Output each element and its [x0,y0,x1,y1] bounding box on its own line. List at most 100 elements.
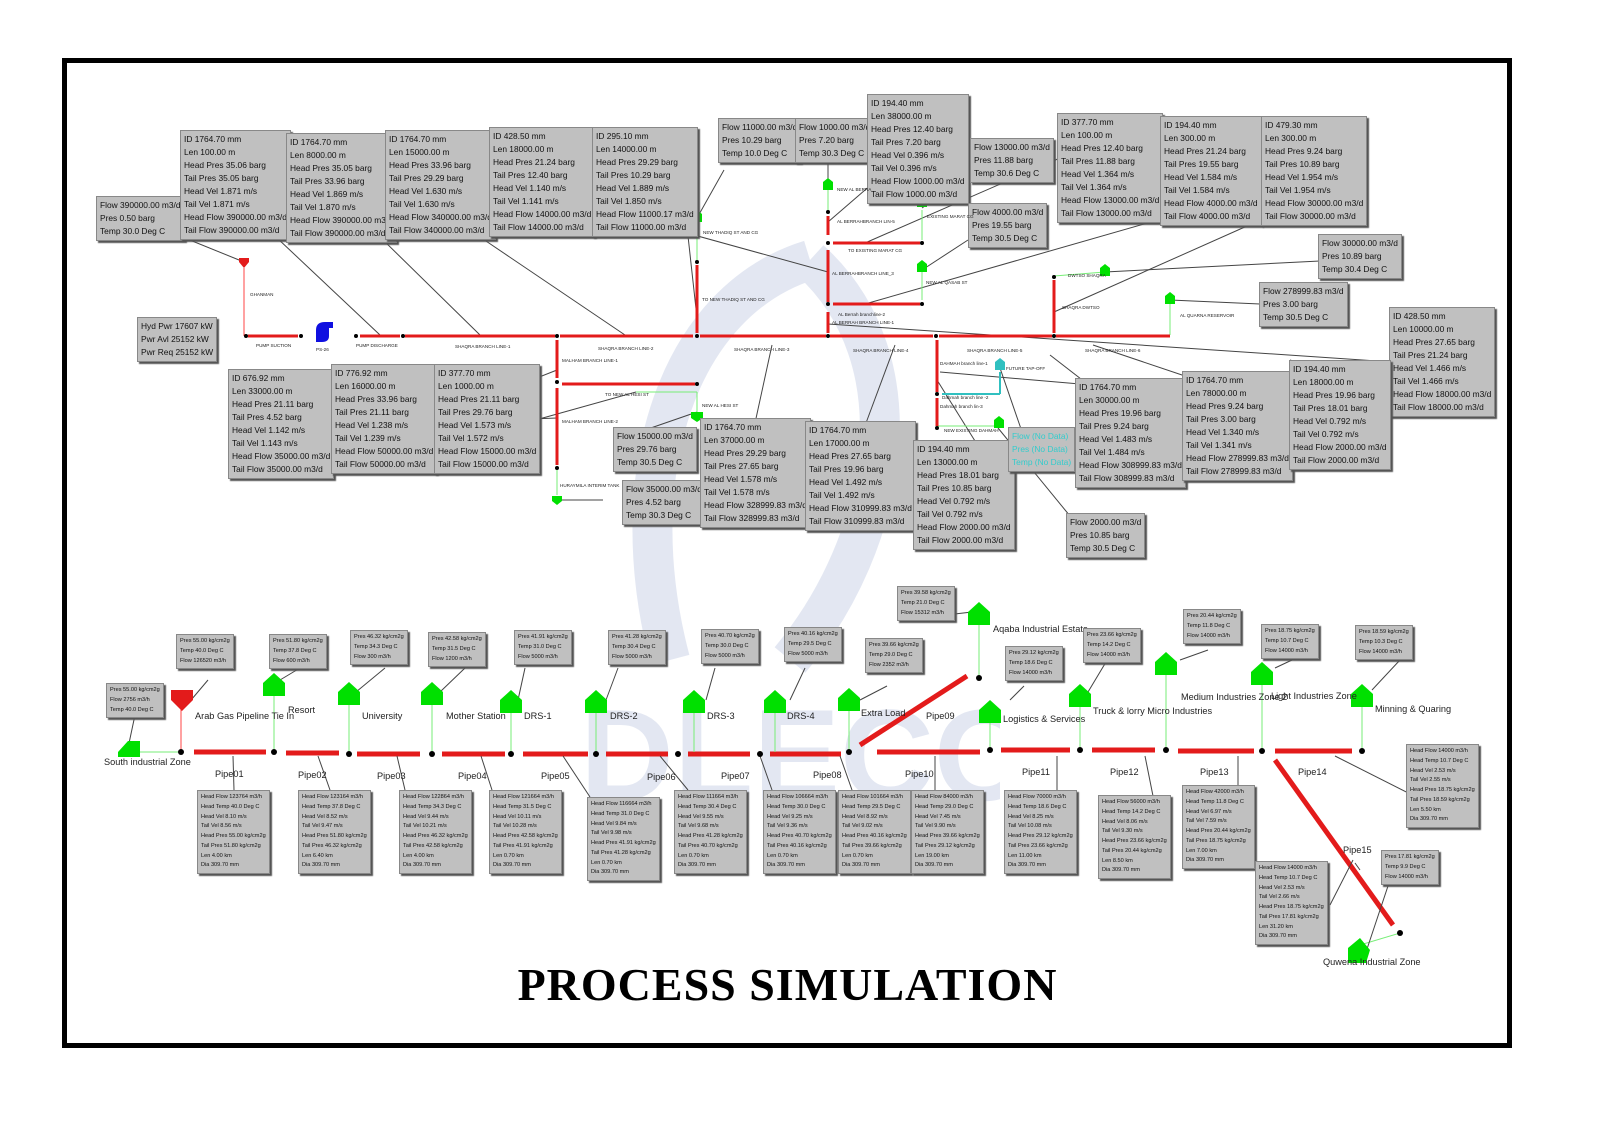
lower-source-icon [171,690,193,711]
upper-pipes [248,216,1170,465]
property-line: Head Pres 23.66 kg/cm2g [1102,838,1167,845]
consumer-node-label: Logistics & Services [1003,714,1086,724]
property-line: Temp 10.0 Deg C [722,148,788,159]
property-line: Pres 20.44 kg/cm2g [1187,613,1237,619]
property-line: Tail Pres 10.29 barg [596,170,671,181]
property-line: Pres 40.16 kg/cm2g [788,631,838,637]
property-line: Tail Vel 0.792 m/s [917,509,983,520]
property-line: Head Pres 29.29 barg [704,448,786,459]
property-line: Pres 7.20 barg [799,135,854,146]
property-line: Head Pres 55.00 kg/cm2g [201,833,266,840]
power-line: Hyd Pwr 17607 kW [141,321,213,331]
pump-icon[interactable] [316,322,333,342]
property-line: Head Vel 1.364 m/s [1061,169,1135,180]
property-line: Head Pres 39.66 kg/cm2g [915,833,980,840]
property-line: Tail Vel 1.466 m/s [1393,376,1459,387]
source-node-icon[interactable] [239,258,249,268]
property-line: Tail Flow 310999.83 m3/d [809,516,905,527]
property-line: Temp 40.0 Deg C [110,706,154,713]
consumer-node-label: Medium Industries Zone 2 [1181,692,1288,702]
consumer-node-label: Mother Station [446,711,506,721]
property-line: Pres 19.55 barg [972,220,1032,231]
property-line: Head Temp 11.8 Deg C [1186,798,1244,805]
property-line: Head Temp 30.4 Deg C [678,803,737,810]
property-line: Len 8000.00 m [290,150,346,161]
property-line: Head Pres 18.75 kg/cm2g [1259,904,1324,911]
label-sb1: SHAQRA BRANCH LINE-1 [455,344,511,349]
pipe-label: Pipe10 [905,769,934,779]
node-future-info-box[interactable]: Flow (No Data)Pres (No Data)Temp (No Dat… [1008,427,1076,473]
label-ab2: AL Berrah branchline-2 [838,312,886,317]
consumer-node-label: Arab Gas Pipeline Tie In [195,711,295,721]
property-line: Pres 18.75 kg/cm2g [1265,628,1315,634]
property-line: Temp 29.5 Deg C [788,640,832,647]
property-line: Flow 5000 m3/h [612,653,652,660]
property-line: Flow 600 m3/h [273,657,310,664]
property-line: Tail Pres 29.12 kg/cm2g [915,842,975,849]
property-line: Tail Pres 41.91 kg/cm2g [493,842,553,849]
